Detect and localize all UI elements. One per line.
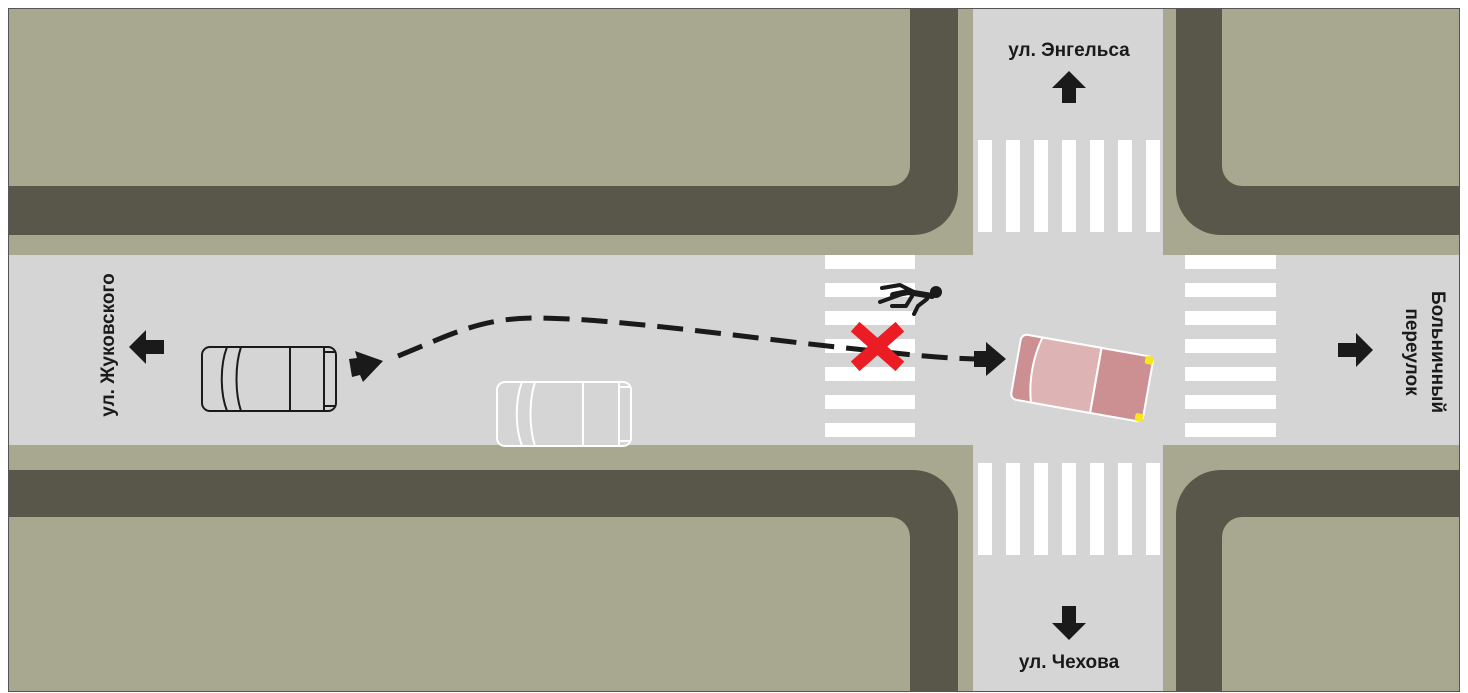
arrow-up-icon [1052,71,1086,103]
vehicle-trajectory [397,315,976,362]
vehicle-collision [1010,333,1154,423]
vehicle-parked [496,381,632,447]
pedestrian-icon [878,283,942,316]
arrow-left-icon [129,330,164,364]
street-label-north: ул. Энгельса [1008,40,1130,61]
street-label-east-line1: Больничный [1427,291,1448,413]
curb-se [1176,470,1459,691]
arrow-down-icon [1052,606,1086,640]
vehicle-start [201,346,337,412]
crosswalk-north [978,140,1160,232]
trajectory-start-arrow-icon [349,351,383,382]
crosswalk-east [1185,255,1276,437]
curbs [9,9,1459,691]
street-label-south: ул. Чехова [1019,652,1120,673]
curb-sw [9,470,958,691]
street-label-west: ул. Жуковского [98,273,119,416]
curb-nw [9,9,958,235]
trajectory-end-arrow-icon [974,342,1006,376]
street-label-east-line2: переулок [1401,308,1422,396]
crosswalk-south [978,463,1160,555]
street-label-east: Больничный переулок [1401,291,1448,413]
arrow-right-icon [1338,333,1373,367]
collision-cross-icon [850,321,905,372]
curb-ne [1176,9,1459,235]
